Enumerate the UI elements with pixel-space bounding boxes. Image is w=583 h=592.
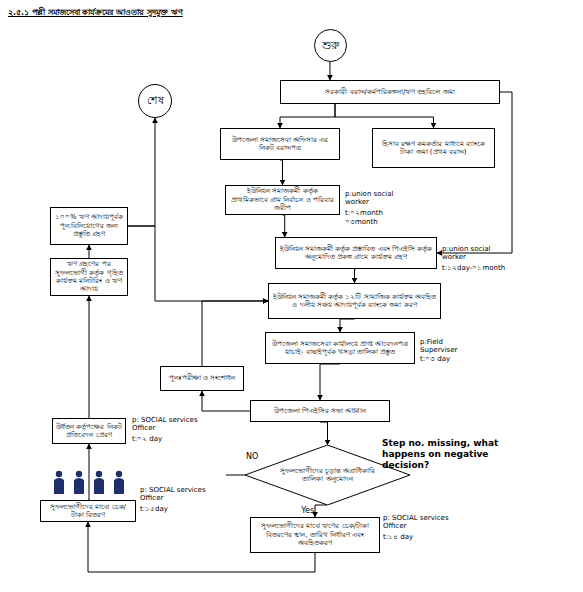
- beneficiary-people-icon: [54, 471, 124, 494]
- annotation-label: Step no. missing, what happens on negati…: [382, 438, 500, 470]
- process-box: সরকারী বরাদ্দ/কর্মপরিকল্পনা/ঋণ তহবিলে জম…: [280, 80, 500, 104]
- node-text: শেষ: [147, 94, 164, 107]
- flow-arrow: [128, 226, 268, 301]
- flow-arrow: [280, 160, 283, 185]
- flow-arrow: [88, 522, 315, 572]
- annotation-label: t:১৫day: [140, 505, 200, 513]
- node-text: ১০০% ঋণ আদায়পূর্বক পুন:বিনিয়োগের জন্য …: [54, 213, 124, 238]
- annotation-label: p: SOCIAL services Officer: [140, 486, 210, 503]
- process-box: হিসাব রক্ষণ কমকর্তার মাধ্যমে ব্যাংকে টাক…: [372, 128, 495, 168]
- flow-arrow: [88, 444, 89, 500]
- annotation-label: p:Field Superviser: [420, 338, 480, 355]
- process-box: ১০০% ঋণ আদায়পূর্বক পুন:বিনিয়োগের জন্য …: [50, 207, 128, 245]
- node-text: ইউনিয়ন সমাজকর্মী কর্তৃক প্রাথমিকভাবে গ্…: [229, 187, 336, 212]
- process-box: ইউনিয়ন সমাজকর্মী কর্তৃক প্রস্তাবিত এবং …: [275, 237, 437, 269]
- no-branch-stub: [226, 475, 245, 476]
- process-box: পুনঃপরীক্ষা ও সংশোধন: [160, 366, 244, 391]
- flow-arrow: [89, 296, 90, 418]
- flow-arrow: [329, 62, 331, 80]
- process-box: উর্ধতন কর্তৃপক্ষের নিকট প্রতিবেদন প্রেরণ: [52, 418, 126, 444]
- node-text: সরকারী বরাদ্দ/কর্মপরিকল্পনা/ঋণ তহবিলে জম…: [325, 88, 454, 96]
- annotation-label: NO: [246, 452, 266, 462]
- flow-arrow: [340, 319, 355, 332]
- annotation-label: t:০২month: [345, 209, 405, 217]
- node-text: শুরু: [322, 39, 339, 52]
- flow-arrow: [202, 301, 268, 366]
- flow-arrow: [202, 391, 250, 411]
- process-box: ইউনিয়ন সমাজকর্মী কর্তৃক প্রাথমিকভাবে গ্…: [225, 185, 340, 215]
- flow-arrow: [355, 269, 357, 283]
- process-box: ইউনিয়ন সমাজকর্মী কর্তৃক ১২টি সামাজিক কা…: [268, 283, 441, 319]
- flow-arrow: [128, 118, 155, 226]
- process-box: উপজেলা পিএইসির সভা আহ্বান: [250, 400, 390, 422]
- process-box: সুফলভোগীদের মাঝে ঋণের চেক/টাকা বিতরণের স…: [250, 517, 380, 553]
- flow-arrow: [320, 364, 340, 400]
- flow-arrow: [320, 422, 328, 445]
- node-text: উপজেলা সমাজসেবা কার্যালয়ে প্রাপ্ত আবেদন…: [269, 340, 411, 357]
- annotation-label: t:১২day-০১month: [442, 264, 522, 272]
- node-text: ইউনিয়ন সমাজকর্মী কর্তৃক ১২টি সামাজিক কা…: [272, 293, 437, 310]
- node-text: ঋণ গ্রহণের পর সুফলভোগী কর্তৃক গৃহিত কার্…: [54, 260, 124, 294]
- annotation-label: t:০২ day: [132, 435, 192, 443]
- flow-arrow: [315, 505, 328, 517]
- node-text: উর্ধতন কর্তৃপক্ষের নিকট প্রতিবেদন প্রেরণ: [56, 423, 122, 440]
- node-text: সুফলভোগীদের মাঝে ঋণের চেক/টাকা বিতরণের স…: [254, 522, 376, 547]
- annotation-label: p: SOCIAL services Officer: [132, 416, 202, 433]
- terminal-circle: শুরু: [314, 29, 347, 62]
- terminal-circle: শেষ: [138, 84, 172, 118]
- node-text: ইউনিয়ন সমাজকর্মী কর্তৃক প্রস্তাবিত এবং …: [279, 245, 433, 262]
- node-text: উপজেলা পিএইসির সভা আহ্বান: [274, 407, 367, 415]
- process-box: সুফলভোগীদের মাঝে চেক/টাকা বিতরণ: [40, 500, 136, 522]
- annotation-label: ০৩month: [345, 218, 405, 226]
- process-box: উপজেলা সমাজসেবা কার্যালয়ে প্রাপ্ত আবেদন…: [265, 332, 415, 364]
- flow-arrow: [283, 215, 285, 237]
- node-text: হিসাব রক্ষণ কমকর্তার মাধ্যমে ব্যাংকে টাক…: [376, 140, 491, 157]
- edge-label: Yes: [301, 506, 314, 516]
- annotation-label: p: SOCIAL services Officer: [383, 514, 453, 531]
- annotation-label: p:union social worker: [345, 190, 405, 207]
- flow-arrow: [437, 92, 512, 253]
- process-box: উপজেলা সমাজসেবা অফিসার এর নিকট বরাদ্দপত্…: [220, 128, 340, 160]
- flow-arrow: [335, 104, 434, 128]
- node-text: পুনঃপরীক্ষা ও সংশোধন: [169, 374, 235, 382]
- chart-title: ২.৫.১ পল্লী সমাজসেবা কার্যক্রমের আওতায় …: [8, 8, 328, 18]
- process-box: ঋণ গ্রহণের পর সুফলভোগী কর্তৃক গৃহিত কার্…: [50, 258, 128, 296]
- flow-arrow: [280, 104, 335, 128]
- annotation-label: p:union social worker: [442, 245, 497, 262]
- annotation-label: t:১৪ day: [383, 533, 443, 541]
- flow-arrow: [89, 245, 90, 258]
- node-text: সুফলভোগীদের মাঝে চেক/টাকা বিতরণ: [44, 503, 132, 520]
- node-text: উপজেলা সমাজসেবা অফিসার এর নিকট বরাদ্দপত্…: [224, 136, 336, 153]
- node-text: সুফলভোগীদের চূড়ান্ত অগ্রাধিকারি তালিকা …: [271, 467, 384, 484]
- annotation-label: t:০৩ day: [420, 355, 480, 363]
